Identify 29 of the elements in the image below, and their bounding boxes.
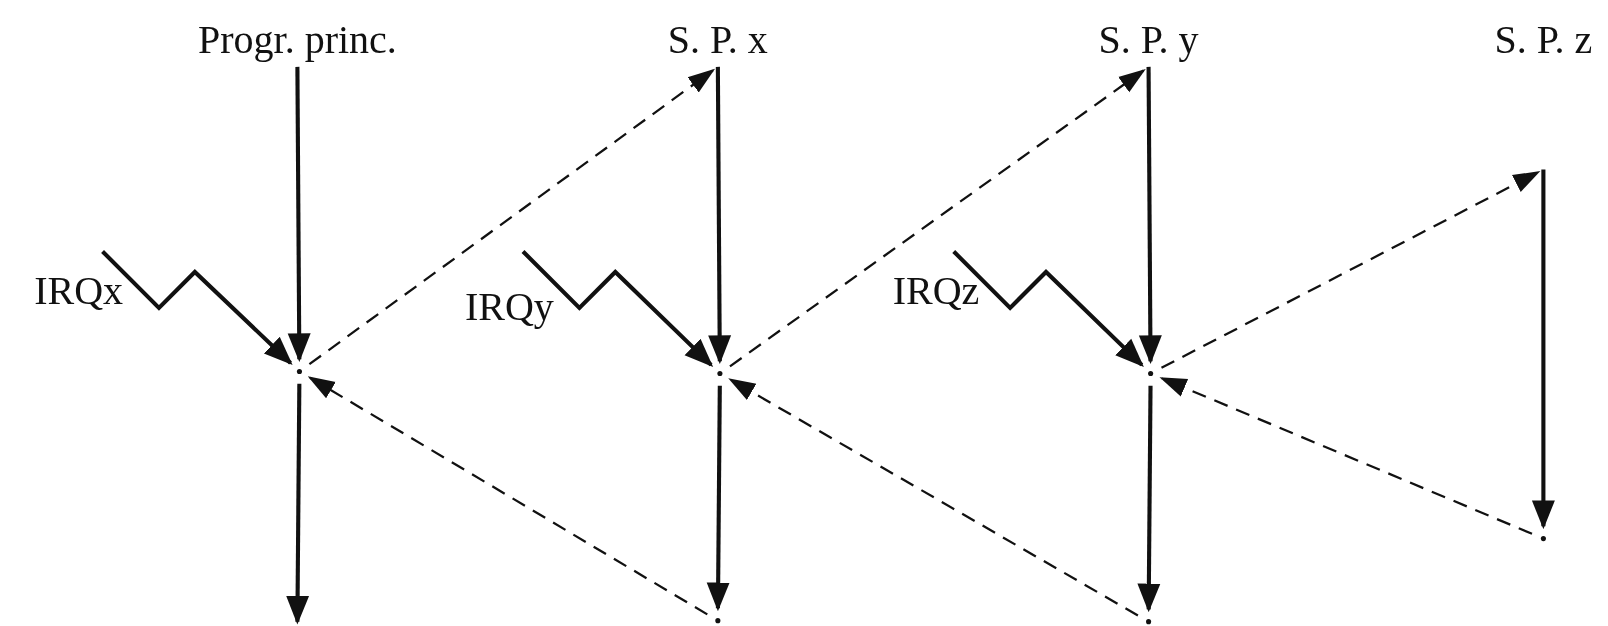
flow-arrow xyxy=(1531,169,1555,530)
flow-arrow xyxy=(1138,66,1162,365)
routine-label: S. P. z xyxy=(1494,18,1593,63)
interrupt-label: IRQx xyxy=(34,268,124,313)
flow-arrow xyxy=(1137,385,1161,613)
flow-arrow xyxy=(286,383,310,625)
junction-point xyxy=(1146,619,1152,625)
routine-label: S. P. y xyxy=(1098,18,1199,63)
dashed-arrow xyxy=(1159,377,1533,535)
interrupt-arrow xyxy=(952,250,1144,367)
interrupt-arrow xyxy=(101,250,293,365)
dashed-arrow xyxy=(307,376,708,616)
flow-arrow xyxy=(287,66,311,362)
dashed-arrow xyxy=(308,68,715,366)
junction-point xyxy=(1540,536,1546,542)
interrupt-label: IRQy xyxy=(464,285,554,330)
routine-label: S. P. x xyxy=(667,18,768,63)
dashed-arrow xyxy=(728,378,1139,617)
interrupt-label: IRQz xyxy=(892,268,980,313)
dashed-arrow xyxy=(1160,171,1541,369)
junction-point xyxy=(296,368,302,374)
flow-arrow xyxy=(706,385,730,612)
dashed-arrow xyxy=(729,68,1146,368)
junction-point xyxy=(1148,370,1154,377)
junction-point xyxy=(717,370,723,377)
junction-point xyxy=(715,618,721,624)
interrupt-arrow xyxy=(521,250,714,367)
flow-arrow xyxy=(708,66,732,365)
program-label: Progr. princ. xyxy=(197,18,397,63)
